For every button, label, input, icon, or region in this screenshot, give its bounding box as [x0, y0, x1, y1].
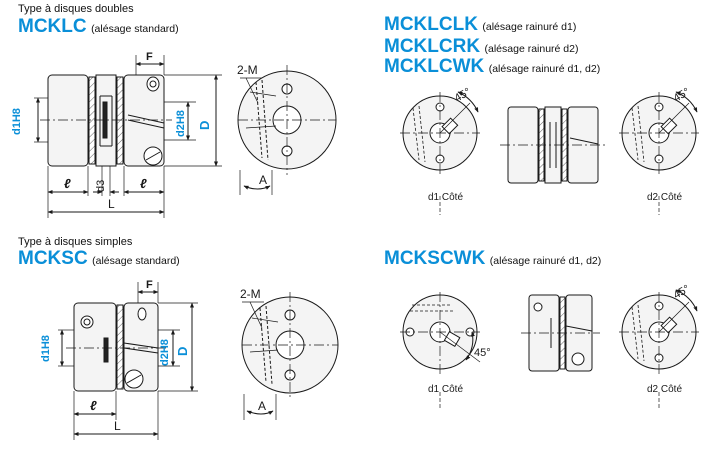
mcklclk-model: MCKLCLK [384, 14, 478, 35]
double-disc-type-label: Type à disques doubles [18, 3, 134, 15]
mcklc-dim-l1: ℓ [64, 176, 71, 191]
mcklc-dim-f: F [146, 51, 153, 63]
mcksc-side-view [58, 282, 198, 440]
mcklc-dim-L: L [108, 197, 115, 211]
mcklc-heading: MCKLC (alésage standard) [18, 17, 179, 37]
mcklc-dim-d2: d2H8 [175, 110, 187, 137]
mcklcrk-heading: MCKLCRK (alésage rainuré d2) [384, 37, 578, 57]
mcklc-dim-d1: d1H8 [11, 108, 23, 135]
mcklc-dim-l2: ℓ [140, 176, 147, 191]
mcksc-dim-holes: 2-M [240, 287, 261, 301]
mcksc-bore-note: (alésage standard) [92, 255, 180, 267]
mcklcwk-d2-end-view [619, 91, 699, 215]
mcklc-dim-D: D [197, 121, 212, 130]
mcksc-dim-d2: d2H8 [159, 339, 171, 366]
mcklcwk-d2-side-label: d2 Côté [647, 192, 682, 203]
mcklc-dim-d3: d3 [95, 180, 107, 192]
mckscwk-d2-end-view [619, 289, 699, 410]
mckscwk-d1-end-view [400, 292, 481, 410]
mcklclk-note: (alésage rainuré d1) [482, 21, 577, 33]
mckscwk-d1-angle: 45° [474, 347, 491, 359]
mckscwk-d2-side-label: d2 Côté [647, 384, 682, 395]
mcklc-side-view [34, 55, 222, 218]
mcksc-dim-l: ℓ [90, 398, 97, 413]
mcklcwk-heading: MCKLCWK (alésage rainuré d1, d2) [384, 57, 600, 77]
mcklcwk-d1-end-view [400, 91, 480, 215]
mcklcrk-note: (alésage rainuré d2) [484, 43, 579, 55]
mcklcwk-d1-side-label: d1 Côté [428, 192, 463, 203]
mcksc-dim-A: A [258, 399, 266, 413]
mcklcwk-note: (alésage rainuré d1, d2) [488, 63, 601, 75]
mcksc-end-view [241, 292, 339, 420]
mcklc-model: MCKLC [18, 16, 87, 37]
mcklcwk-model: MCKLCWK [384, 56, 485, 77]
mcksc-dim-f: F [146, 279, 153, 291]
mcklc-bore-note: (alésage standard) [91, 23, 179, 35]
mckscwk-d1-side-label: d1 Côté [428, 384, 463, 395]
mcklcwk-side-view [500, 106, 606, 184]
mckscwk-note: (alésage rainuré d1, d2) [489, 255, 602, 267]
mcklcrk-model: MCKLCRK [384, 36, 481, 57]
mckscwk-side-view [521, 294, 600, 372]
single-disc-type-label: Type à disques simples [18, 236, 133, 248]
mcksc-dim-L: L [114, 419, 121, 433]
mcklclk-heading: MCKLCLK (alésage rainuré d1) [384, 15, 576, 35]
mckscwk-model: MCKSCWK [384, 248, 486, 269]
mcklc-end-view [237, 65, 337, 195]
mcksc-heading: MCKSC (alésage standard) [18, 249, 180, 269]
mcklc-dim-holes: 2-M [237, 63, 258, 77]
mcklc-dim-A: A [259, 173, 267, 187]
mcksc-dim-D: D [175, 347, 190, 356]
mcksc-dim-d1: d1H8 [40, 335, 52, 362]
mckscwk-heading: MCKSCWK (alésage rainuré d1, d2) [384, 249, 601, 269]
mcksc-model: MCKSC [18, 248, 88, 269]
